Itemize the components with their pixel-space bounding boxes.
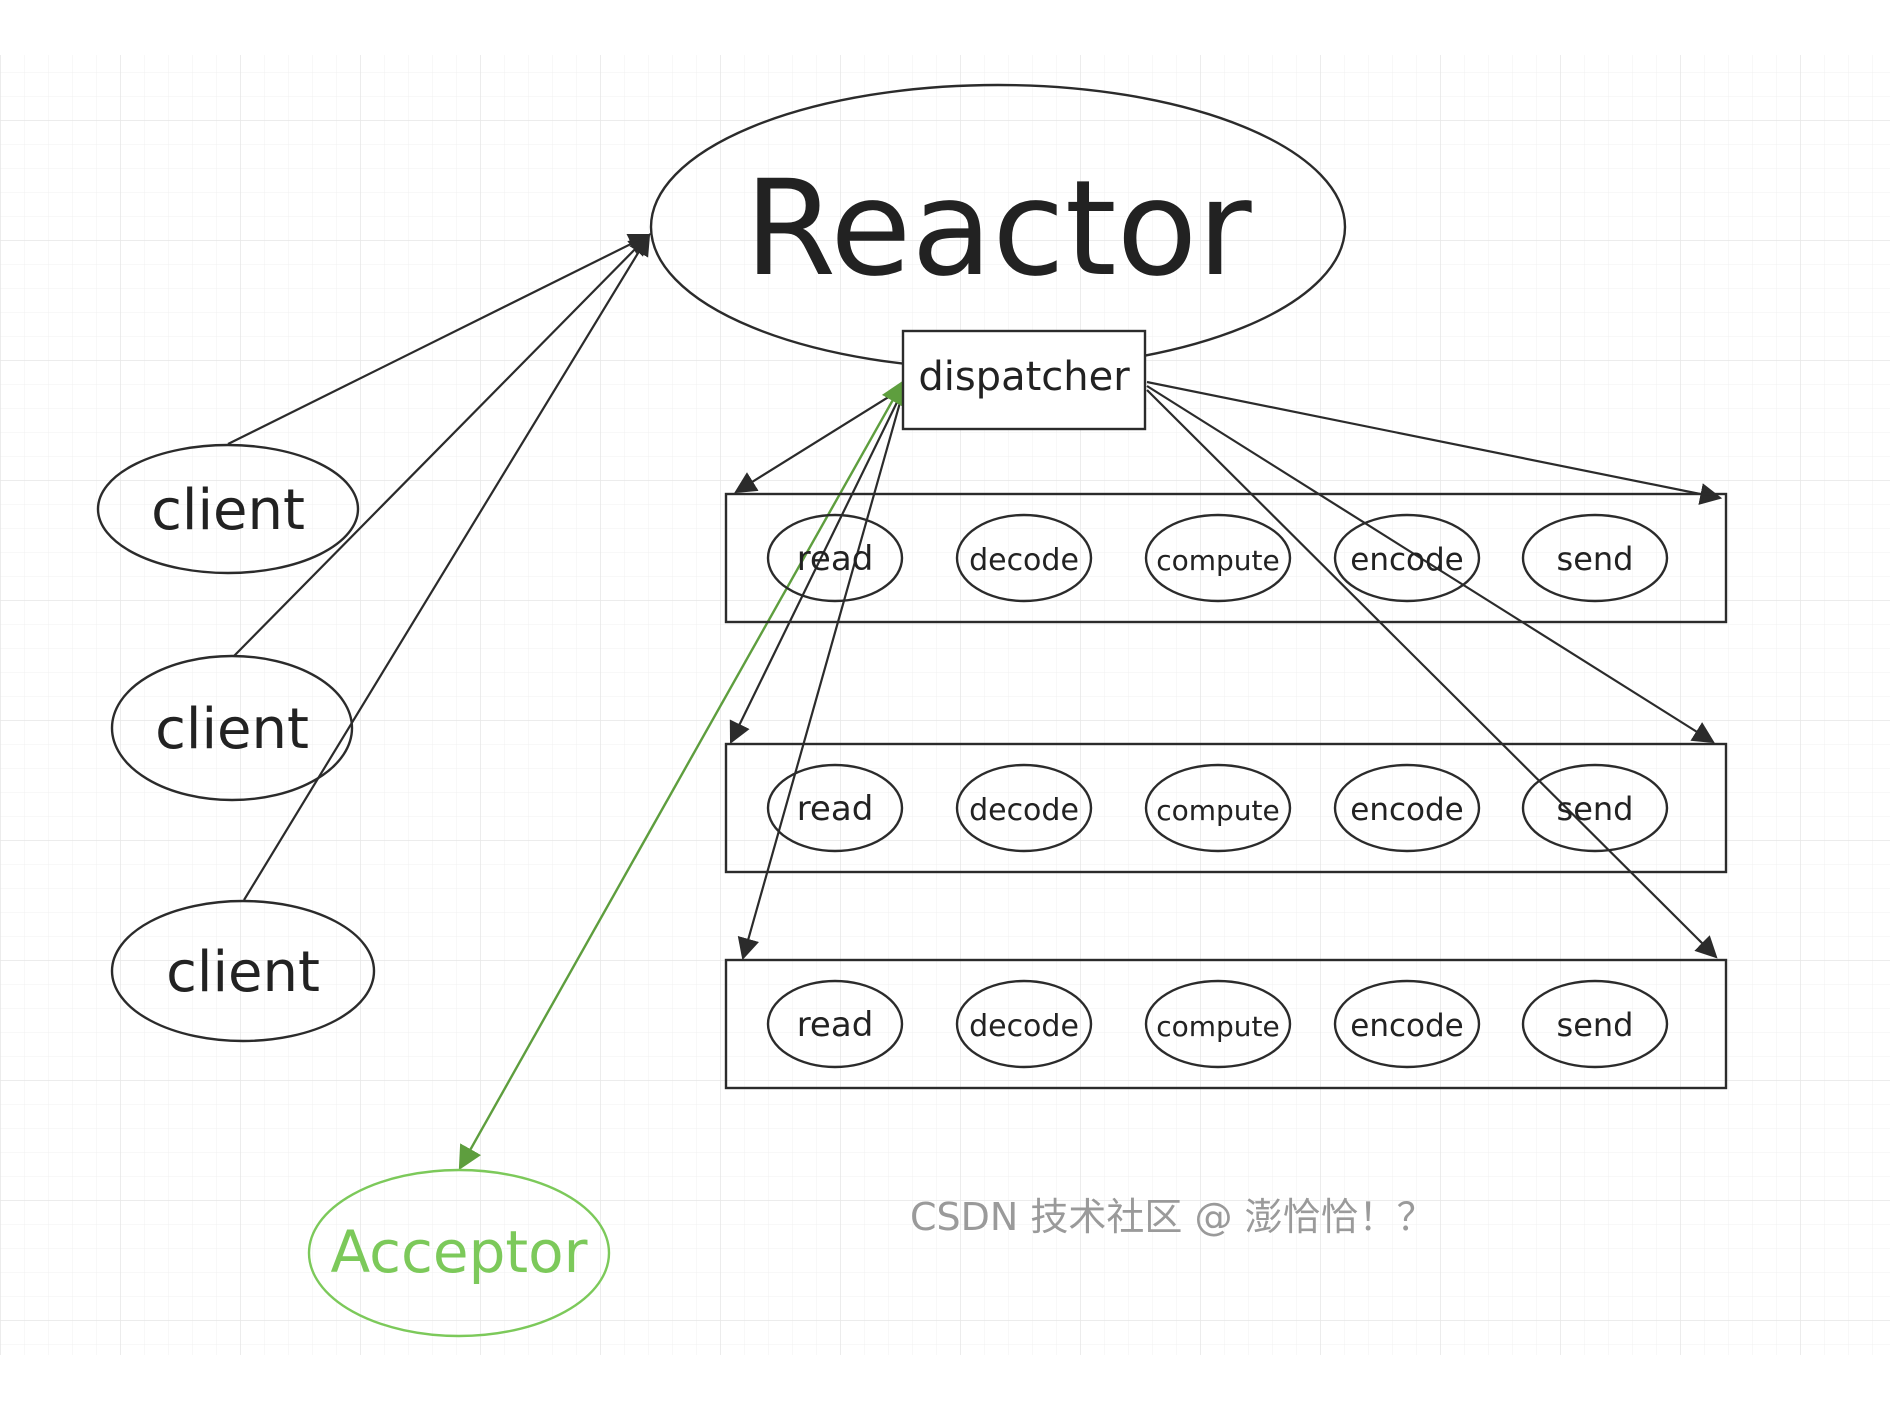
step-ellipse — [1144, 763, 1292, 853]
client-ellipse — [110, 899, 376, 1043]
step-ellipse — [1521, 979, 1669, 1069]
watermark-text: CSDN 技术社区 @ 澎恰恰！？ — [910, 1195, 1435, 1239]
client-node-3[interactable]: client — [110, 899, 376, 1043]
step-label: read — [797, 789, 874, 829]
handler-row-2[interactable]: read decode compute encode send — [724, 742, 1728, 874]
client-ellipse — [96, 443, 360, 575]
handler-rows: read decode compute encode send read decode com… — [724, 492, 1728, 1090]
connector-client-2-reactor — [233, 233, 651, 657]
step-label: decode — [969, 543, 1079, 578]
client-ellipse — [110, 654, 354, 802]
step-ellipse — [955, 979, 1093, 1069]
connector-dispatcher-acceptor — [458, 379, 905, 1171]
dispatch-row-1-right — [1146, 380, 1723, 505]
step-decode[interactable]: decode — [955, 979, 1093, 1069]
step-compute[interactable]: compute — [1144, 763, 1292, 853]
step-ellipse — [1521, 513, 1669, 603]
dispatcher-label: dispatcher — [918, 354, 1130, 400]
step-decode[interactable]: decode — [955, 763, 1093, 853]
step-read[interactable]: read — [766, 979, 904, 1069]
handler-row-box — [724, 742, 1728, 874]
connector-client-3-reactor — [243, 233, 651, 901]
acceptor-label: Acceptor — [330, 1218, 587, 1286]
step-encode[interactable]: encode — [1333, 513, 1481, 603]
acceptor-ellipse — [307, 1168, 611, 1338]
step-encode[interactable]: encode — [1333, 979, 1481, 1069]
handler-row-box — [724, 958, 1728, 1090]
step-label: compute — [1156, 544, 1280, 577]
dispatcher-box — [901, 329, 1147, 431]
dispatch-row-2-right — [1146, 385, 1715, 744]
connector-client-1-reactor — [227, 233, 651, 445]
handler-row-3[interactable]: read decode compute encode send — [724, 958, 1728, 1090]
step-label: encode — [1350, 1008, 1463, 1044]
step-compute[interactable]: compute — [1144, 979, 1292, 1069]
step-ellipse — [766, 763, 904, 853]
dispatcher-node[interactable]: dispatcher — [901, 329, 1147, 431]
client-node-1[interactable]: client — [96, 443, 360, 575]
step-label: encode — [1350, 542, 1463, 578]
dispatch-row-3-right — [1146, 389, 1718, 959]
step-ellipse — [1333, 763, 1481, 853]
handler-row-1[interactable]: read decode compute encode send — [724, 492, 1728, 624]
step-ellipse — [766, 513, 904, 603]
client-label: client — [151, 478, 305, 543]
step-label: compute — [1156, 794, 1280, 827]
client-label: client — [155, 697, 309, 762]
step-ellipse — [1144, 979, 1292, 1069]
step-label: compute — [1156, 1010, 1280, 1043]
step-ellipse — [1521, 763, 1669, 853]
step-ellipse — [766, 979, 904, 1069]
step-read[interactable]: read — [766, 763, 904, 853]
step-send[interactable]: send — [1521, 979, 1669, 1069]
step-ellipse — [955, 763, 1093, 853]
client-label: client — [166, 940, 320, 1005]
step-ellipse — [1333, 513, 1481, 603]
step-encode[interactable]: encode — [1333, 763, 1481, 853]
step-label: encode — [1350, 792, 1463, 828]
grid-background — [0, 55, 1890, 1355]
step-label: decode — [969, 793, 1079, 828]
step-label: decode — [969, 1009, 1079, 1044]
step-send[interactable]: send — [1521, 763, 1669, 853]
step-send[interactable]: send — [1521, 513, 1669, 603]
step-ellipse — [955, 513, 1093, 603]
client-node-2[interactable]: client — [110, 654, 354, 802]
acceptor-node[interactable]: Acceptor — [307, 1168, 611, 1338]
step-decode[interactable]: decode — [955, 513, 1093, 603]
client-connectors — [227, 233, 651, 901]
step-read[interactable]: read — [766, 513, 904, 603]
step-label: read — [797, 1005, 874, 1045]
step-label: read — [797, 539, 874, 579]
handler-row-box — [724, 492, 1728, 624]
step-label: send — [1557, 1006, 1634, 1044]
step-compute[interactable]: compute — [1144, 513, 1292, 603]
step-label: send — [1557, 540, 1634, 578]
reactor-label: Reactor — [744, 152, 1252, 306]
reactor-node[interactable]: Reactor — [649, 83, 1347, 371]
step-ellipse — [1144, 513, 1292, 603]
step-label: send — [1557, 790, 1634, 828]
step-ellipse — [1333, 979, 1481, 1069]
